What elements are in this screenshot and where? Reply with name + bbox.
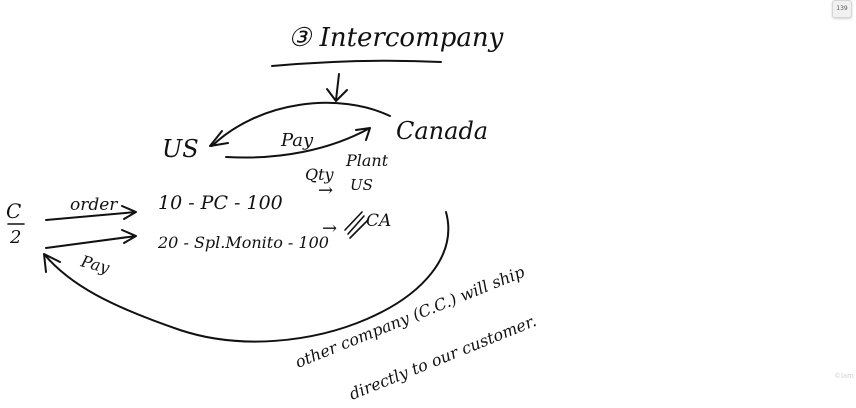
qty-header: Qty [305, 165, 335, 184]
node-us: US [162, 135, 199, 163]
note-line-1: other company (C.C.) will ship [292, 262, 527, 372]
order-arrow-2 [45, 229, 137, 249]
canada-to-us-arrow [209, 101, 391, 147]
order-label: order [70, 195, 118, 215]
title-down-arrow [326, 73, 348, 102]
pay-label-top: Pay [280, 130, 314, 151]
row1-arrow: → [318, 180, 333, 201]
row2-item: 20 - Spl.Monito - 100 [157, 233, 329, 252]
watermark: ©lam [833, 372, 854, 380]
pay-label-left: Pay [78, 251, 112, 277]
page-number-badge: 139 [832, 0, 852, 18]
title-underline [271, 59, 442, 67]
row2-scribble [344, 211, 369, 239]
customer-bottom: 2 [9, 227, 21, 248]
order-arrow-1 [45, 205, 137, 221]
shipping-loop-arrow [43, 211, 450, 343]
pay-arrow [225, 127, 371, 159]
row1-plant: US [350, 176, 373, 194]
customer-top: C [6, 199, 21, 223]
row2-arrow: → [322, 218, 337, 239]
row2-plant: CA [366, 211, 391, 231]
diagram-title: ③ Intercompany [288, 23, 504, 53]
plant-header: Plant [345, 151, 389, 170]
node-canada: Canada [396, 117, 488, 145]
row1-item: 10 - PC - 100 [158, 192, 283, 214]
